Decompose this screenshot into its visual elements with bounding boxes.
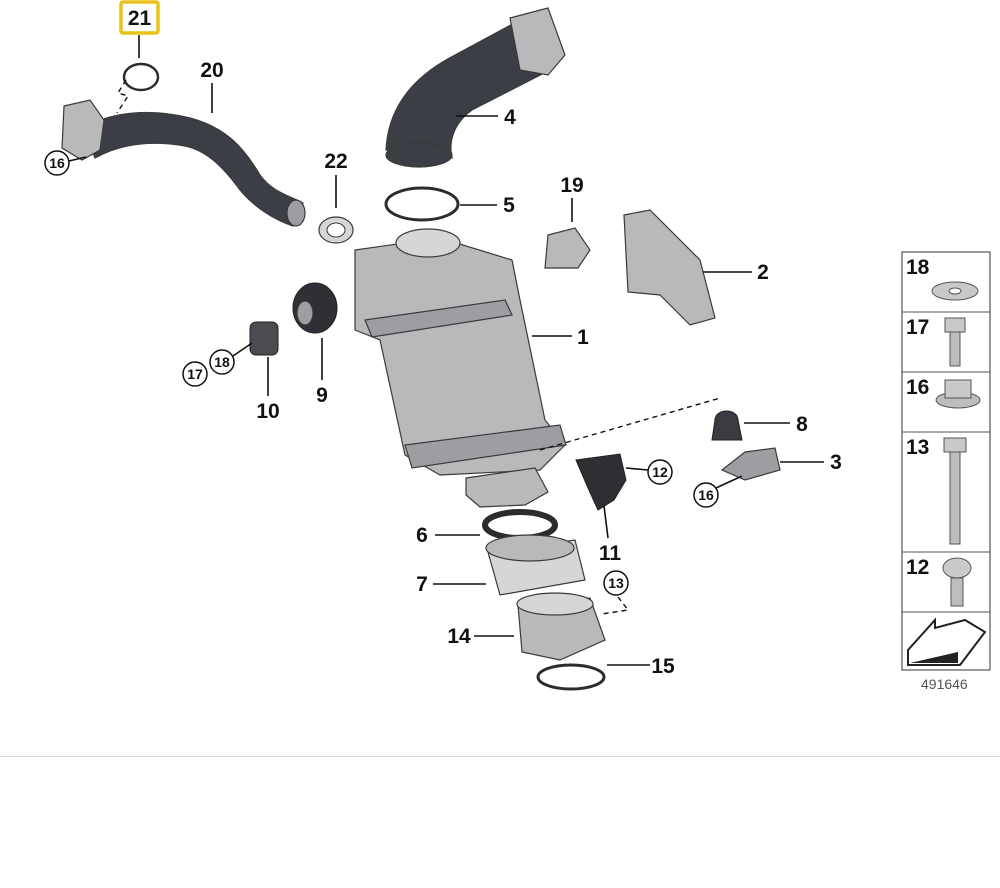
part-21-seal-ring[interactable]: 21	[116, 0, 160, 114]
legend-item-16-flange-nut[interactable]: 16	[906, 376, 981, 409]
callout-19: 19	[560, 174, 583, 197]
callout-12-sensor: 12	[652, 464, 668, 480]
exploded-parts-diagram: 21 20 16 22 4 5	[44, 0, 991, 691]
part-22-clamp[interactable]: 22	[318, 150, 354, 244]
legend-item-12-screw[interactable]: 12	[906, 556, 972, 607]
callout-14: 14	[447, 625, 471, 648]
callout-20: 20	[200, 59, 223, 82]
part-11-sensor[interactable]: 11	[575, 453, 627, 565]
part-8-cap[interactable]: 8	[539, 397, 808, 451]
callout-16-left: 16	[49, 155, 65, 171]
svg-text:13: 13	[906, 436, 929, 459]
callout-4: 4	[504, 106, 516, 129]
legend-orientation-arrow-icon	[907, 617, 987, 666]
callout-7: 7	[416, 573, 428, 596]
callout-3: 3	[830, 451, 842, 474]
legend-item-17-bolt[interactable]: 17	[906, 316, 966, 367]
callout-10: 10	[256, 400, 279, 423]
svg-text:12: 12	[906, 556, 929, 579]
part-14-connector[interactable]: 14	[447, 592, 606, 661]
part-13-callout-adapter[interactable]: 13	[601, 570, 630, 615]
callout-9: 9	[316, 384, 328, 407]
divider	[0, 756, 1000, 757]
legend-item-13-screw[interactable]: 13	[906, 436, 967, 545]
callout-2: 2	[757, 261, 769, 284]
part-16-callout-left[interactable]: 16	[44, 150, 87, 176]
part-4-hose[interactable]: 4	[385, 7, 566, 168]
part-1-intercooler[interactable]: 1	[354, 228, 589, 476]
svg-text:17: 17	[906, 316, 929, 339]
callout-17-mid: 17	[187, 366, 203, 382]
part-10-mount[interactable]: 10	[249, 321, 280, 423]
svg-text:16: 16	[906, 376, 929, 399]
fastener-legend: 18 17 16 13 12	[901, 251, 991, 671]
callout-6: 6	[416, 524, 428, 547]
part-7-adapter[interactable]: 7	[416, 534, 586, 596]
callout-5: 5	[503, 194, 515, 217]
part-19-bracket[interactable]: 19	[544, 174, 591, 269]
part-16-callout-right[interactable]: 16	[693, 475, 743, 508]
callout-18-mid: 18	[214, 354, 230, 370]
part-20-hose[interactable]: 20	[61, 59, 306, 227]
figure-id: 491646	[921, 676, 968, 692]
part-18-callout-mid[interactable]: 18	[209, 342, 253, 375]
part-3-bracket[interactable]: 3	[720, 447, 842, 481]
callout-15: 15	[651, 655, 675, 678]
part-9-grommet[interactable]: 9	[292, 282, 338, 407]
part-5-clamp-ring[interactable]: 5	[384, 186, 515, 222]
legend-item-18-washer[interactable]: 18	[906, 256, 979, 301]
part-17-callout-mid[interactable]: 17	[182, 361, 208, 387]
callout-1: 1	[577, 326, 589, 349]
callout-13-adapter: 13	[608, 575, 624, 591]
svg-text:18: 18	[906, 256, 930, 279]
callout-8: 8	[796, 413, 808, 436]
callout-16-right: 16	[698, 487, 714, 503]
part-2-bracket[interactable]: 2	[623, 209, 769, 326]
callout-22: 22	[324, 150, 347, 173]
callout-11: 11	[599, 542, 622, 565]
part-12-callout-sensor[interactable]: 12	[625, 459, 673, 485]
callout-21: 21	[128, 7, 152, 30]
part-15-clamp-ring[interactable]: 15	[536, 655, 675, 691]
intercooler-outlet	[465, 467, 549, 508]
